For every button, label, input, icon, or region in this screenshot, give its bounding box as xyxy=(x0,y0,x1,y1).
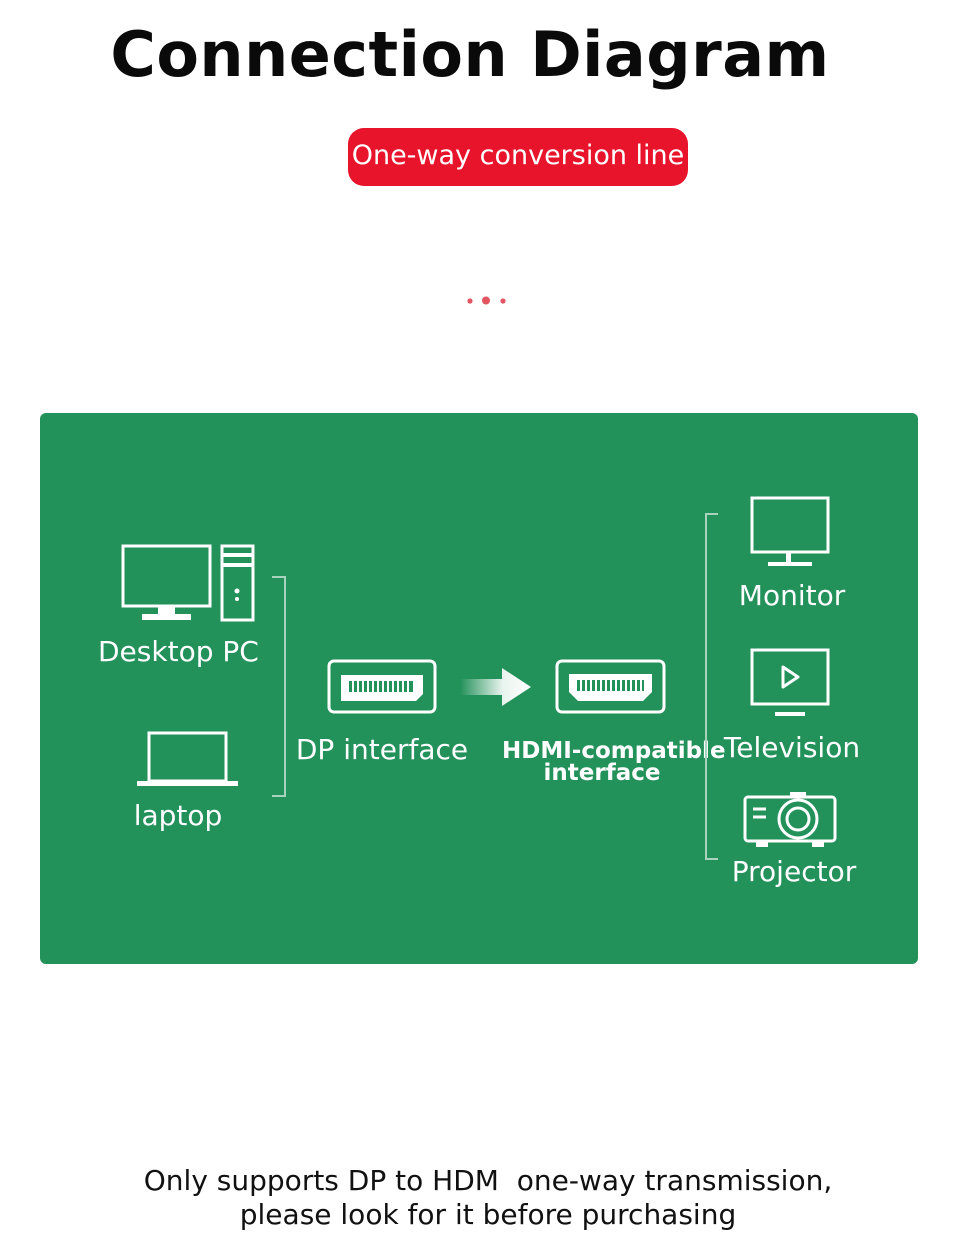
television-label: Television xyxy=(723,731,861,764)
hdmi-port-icon xyxy=(555,659,666,714)
purchase-note: Only supports DP to HDM one-way transmis… xyxy=(0,1164,960,1232)
diagram-panel: Desktop PC laptop DP interface xyxy=(40,413,918,964)
laptop-label: laptop xyxy=(133,799,223,832)
page-title: Connection Diagram xyxy=(110,18,830,91)
television-icon xyxy=(750,648,830,716)
target-bracket xyxy=(705,513,718,860)
hdmi-interface-label-line1: HDMI-compatible xyxy=(502,738,726,764)
one-way-badge: One-way conversion line xyxy=(348,128,688,186)
laptop-icon xyxy=(137,731,238,786)
desktop-pc-label: Desktop PC xyxy=(98,635,259,668)
projector-icon xyxy=(743,792,837,847)
note-line-1: Only supports DP to HDM one-way transmis… xyxy=(143,1164,833,1197)
projector-label: Projector xyxy=(731,855,857,888)
right-arrow-icon xyxy=(460,668,531,706)
dp-interface-label: DP interface xyxy=(295,733,469,766)
desktop-pc-icon xyxy=(121,544,255,622)
source-bracket xyxy=(272,576,286,797)
dp-port-icon xyxy=(327,659,437,714)
note-line-2: please look for it before purchasing xyxy=(239,1198,737,1231)
hdmi-interface-label-line2: interface xyxy=(543,760,661,786)
monitor-icon xyxy=(750,496,830,566)
monitor-label: Monitor xyxy=(738,579,846,612)
dots-decoration xyxy=(467,296,506,305)
